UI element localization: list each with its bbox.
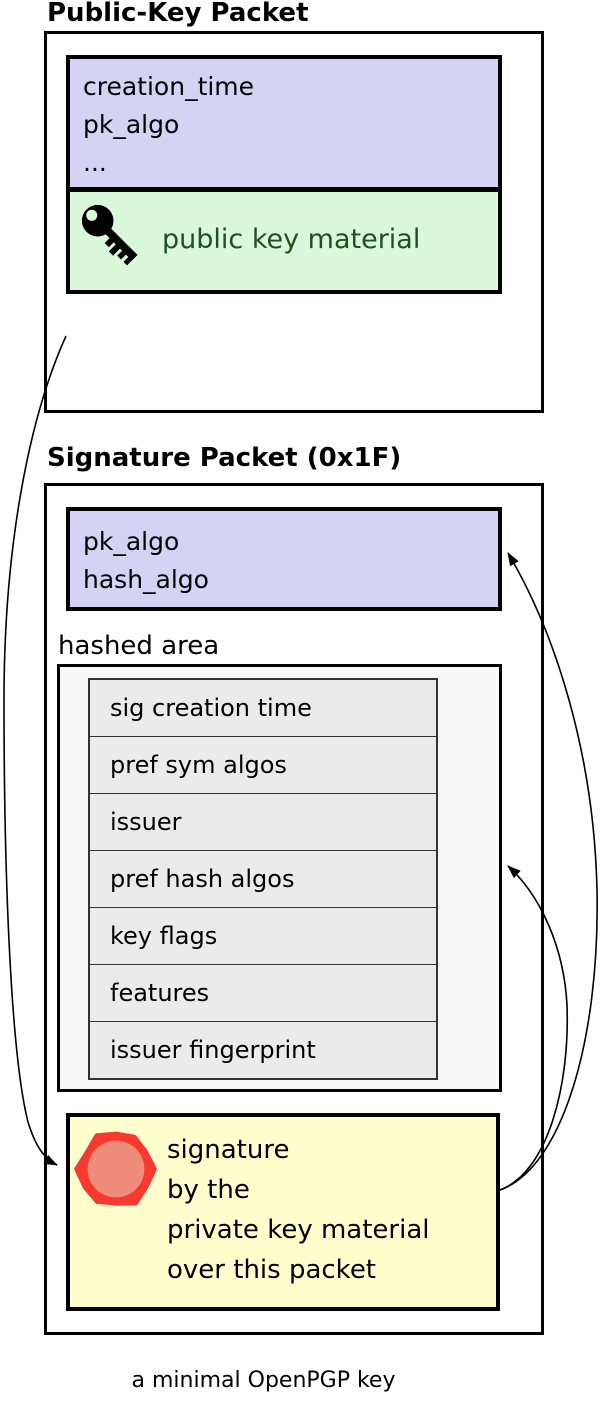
public-key-header-fields-box: creation_time pk_algo ... xyxy=(66,55,502,191)
signature-packet-title: Signature Packet (0x1F) xyxy=(47,443,402,473)
diagram-caption: a minimal OpenPGP key xyxy=(131,1368,396,1393)
public-key-material-label: public key material xyxy=(162,224,421,255)
public-key-packet-title: Public-Key Packet xyxy=(47,0,309,28)
signature-description: signature by the private key material ov… xyxy=(167,1130,430,1290)
seal-icon xyxy=(74,1131,157,1206)
field-pk-algo: pk_algo xyxy=(83,110,180,139)
hashed-area-label: hashed area xyxy=(58,631,220,661)
public-key-material-box: public key material xyxy=(66,188,502,294)
subpacket-pref-hash-algos: pref hash algos xyxy=(90,851,436,908)
hashed-area-box: sig creation time pref sym algos issuer … xyxy=(57,664,502,1092)
field-sig-pk-algo: pk_algo xyxy=(83,527,180,556)
signature-value-box: signature by the private key material ov… xyxy=(66,1113,500,1311)
signature-line-1: signature xyxy=(167,1135,290,1165)
signature-line-4: over this packet xyxy=(167,1255,377,1285)
key-icon xyxy=(81,204,138,266)
field-creation-time: creation_time xyxy=(83,72,255,101)
subpacket-key-flags: key flags xyxy=(90,908,436,965)
subpacket-table: sig creation time pref sym algos issuer … xyxy=(88,678,438,1080)
signature-line-3: private key material xyxy=(167,1215,430,1245)
subpacket-issuer-fingerprint: issuer fingerprint xyxy=(110,1036,316,1064)
field-sig-hash-algo: hash_algo xyxy=(83,565,209,594)
field-ellipsis: ... xyxy=(83,148,107,177)
signature-header-fields-box: pk_algo hash_algo xyxy=(66,507,502,611)
subpacket-pref-sym-algos: pref sym algos xyxy=(90,737,436,794)
signature-line-2: by the xyxy=(167,1175,250,1205)
subpacket-sig-creation-time: sig creation time xyxy=(90,680,436,737)
subpacket-features: features xyxy=(90,965,436,1022)
subpacket-issuer: issuer xyxy=(90,794,436,851)
